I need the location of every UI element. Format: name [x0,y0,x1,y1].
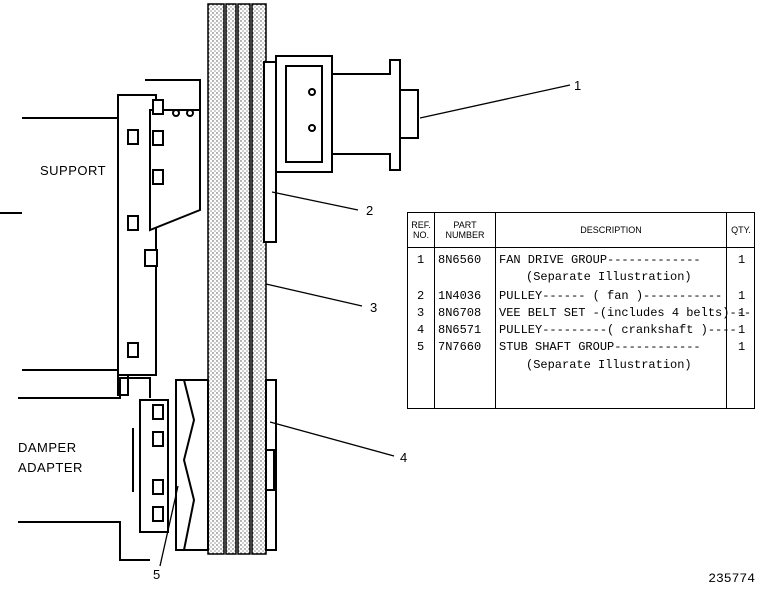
fan-pulley [263,55,333,243]
fan-drive-group [308,59,419,171]
row-desc: (Separate Illustration) [526,270,692,284]
callout-5: 5 [153,567,161,582]
support-bolts [127,99,164,358]
table-row: 2 1N4036 PULLEY------ ( fan )-----------… [408,289,754,304]
row-qty: 1 [738,289,746,303]
callout-2: 2 [366,203,374,218]
table-row: 1 8N6560 FAN DRIVE GROUP------------- 1 [408,253,754,268]
row-ref: 2 [417,289,425,303]
row-desc: PULLEY---------( crankshaft )---- [499,323,737,337]
row-part: 1N4036 [438,289,482,303]
table-row: 5 7N7660 STUB SHAFT GROUP------------ 1 [408,340,754,355]
row-desc: PULLEY------ ( fan )----------- [499,289,723,303]
header-part-number: PART NUMBER [445,220,485,240]
row-part: 8N6571 [438,323,482,337]
support-label: SUPPORT [40,163,107,178]
table-row: 4 8N6571 PULLEY---------( crankshaft )--… [408,323,754,338]
row-ref: 4 [417,323,425,337]
row-ref: 3 [417,306,425,320]
header-ref: REF. NO. [411,220,431,240]
callout-1: 1 [574,78,582,93]
header-qty: QTY. [731,225,751,235]
row-ref: 5 [417,340,425,354]
figure-number: 235774 [708,571,755,586]
row-qty: 1 [738,340,746,354]
row-qty: 1 [738,253,746,267]
row-ref: 1 [417,253,425,267]
row-desc: STUB SHAFT GROUP------------ [499,340,701,354]
row-part: 8N6560 [438,253,482,267]
damper-bolts [152,404,164,522]
table-row: (Separate Illustration) [408,270,754,285]
row-desc: FAN DRIVE GROUP------------- [499,253,701,267]
support-bracket [0,79,201,396]
damper-label-line2: ADAPTER [18,460,83,475]
leader-lines [159,84,571,567]
row-part: 7N7660 [438,340,482,354]
row-qty: 1 [738,323,746,337]
header-description: DESCRIPTION [580,225,642,235]
parts-table: REF. NO. PART NUMBER DESCRIPTION QTY. 1 … [407,212,755,409]
callout-3: 3 [370,300,378,315]
callout-4: 4 [400,450,408,465]
table-header [408,213,754,248]
row-qty: 1 [738,306,746,320]
vee-belts [207,3,267,555]
row-desc: (Separate Illustration) [526,358,692,372]
crankshaft-pulley [175,379,277,551]
row-part: 8N6708 [438,306,482,320]
table-row: (Separate Illustration) [408,358,754,373]
table-row: 3 8N6708 VEE BELT SET -(includes 4 belts… [408,306,754,321]
row-desc: VEE BELT SET -(includes 4 belts)--- [499,306,752,320]
damper-label-line1: DAMPER [18,440,77,455]
